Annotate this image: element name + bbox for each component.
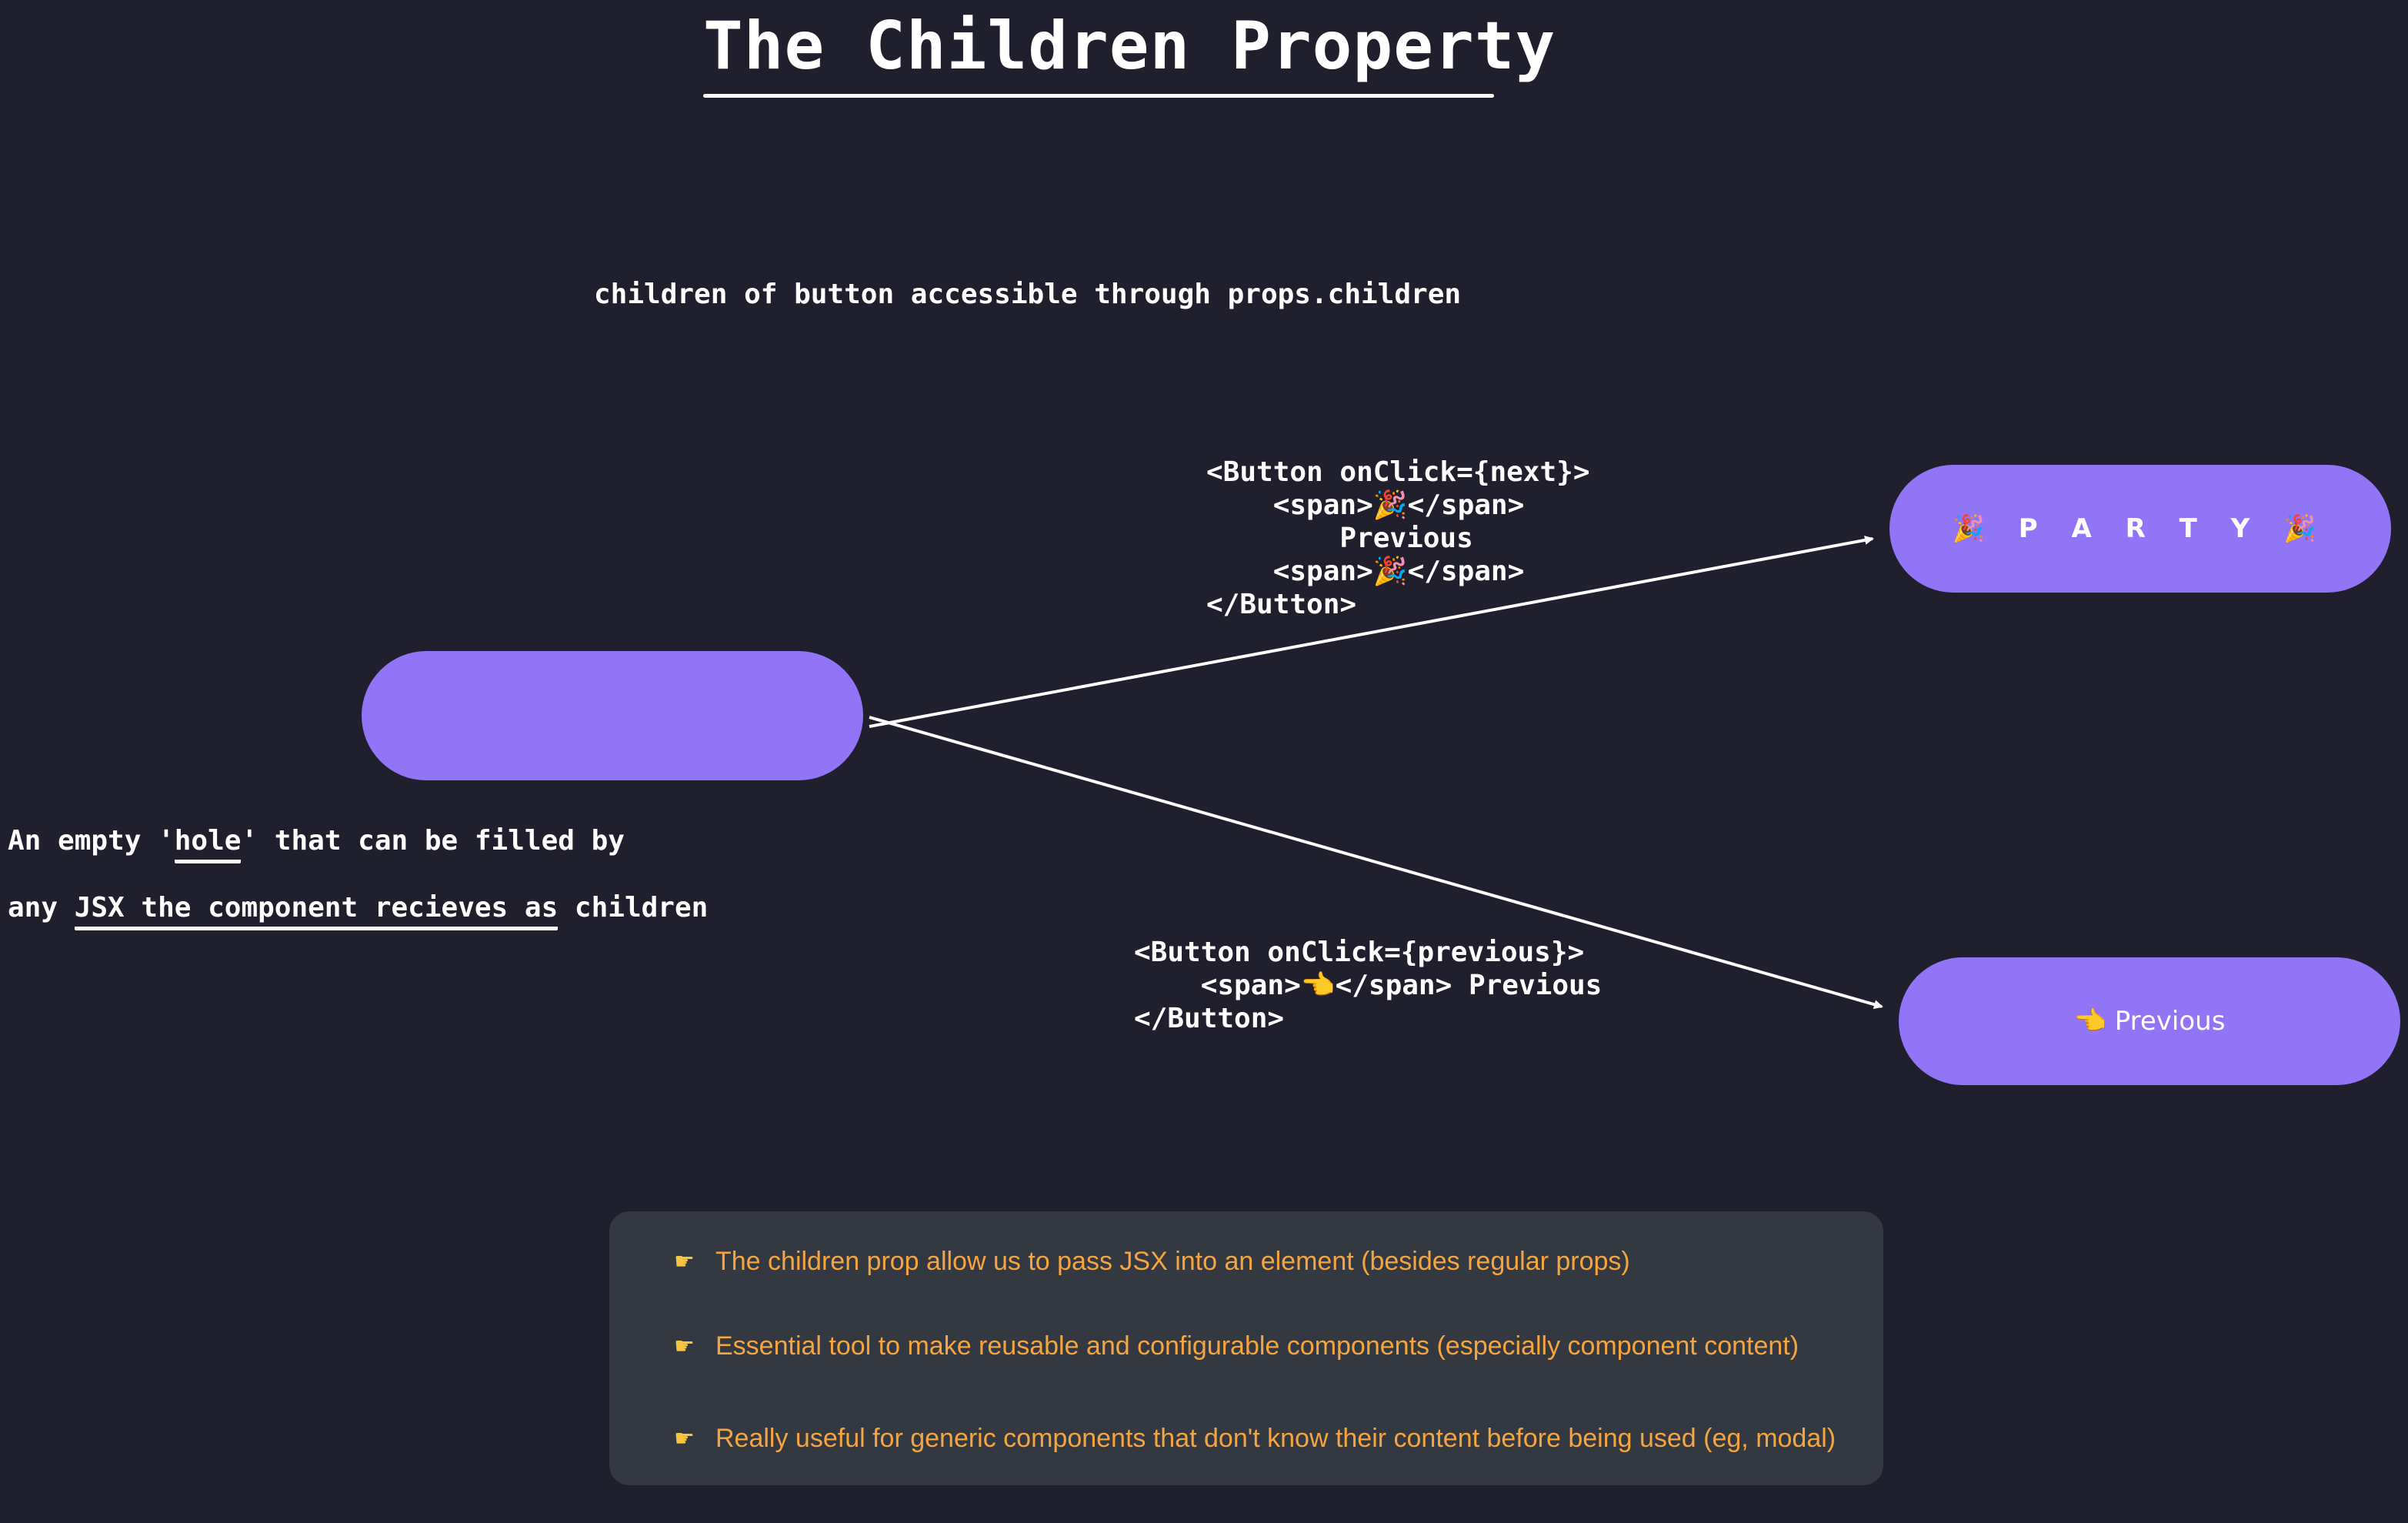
pointing-right-icon: ☛	[674, 1249, 695, 1274]
arrow-to-party	[869, 535, 1874, 728]
previous-button[interactable]: 👈 Previous	[1899, 957, 2400, 1085]
title-underline	[703, 94, 1494, 98]
note-text: any	[8, 892, 75, 923]
summary-bullet: ☛ Essential tool to make reusable and co…	[674, 1331, 1799, 1361]
bullet-text: Really useful for generic components tha…	[715, 1424, 1836, 1453]
note-line-2: any JSX the component recieves as childr…	[8, 892, 708, 930]
bullet-text: The children prop allow us to pass JSX i…	[715, 1247, 1630, 1276]
code-previous-button: <Button onClick={previous}> <span>👈</spa…	[1134, 937, 1603, 1034]
page-title: The Children Property	[703, 8, 1556, 85]
note-text: children	[558, 892, 709, 923]
pointing-right-icon: ☛	[674, 1426, 695, 1451]
note-text: ' that can be filled by	[241, 825, 625, 857]
party-button[interactable]: 🎉 P A R T Y 🎉	[1889, 465, 2391, 593]
bullet-text: Essential tool to make reusable and conf…	[715, 1331, 1799, 1361]
empty-button	[362, 651, 863, 780]
pointing-right-icon: ☛	[674, 1334, 695, 1359]
note-line-1: An empty 'hole' that can be filled by	[8, 825, 625, 863]
summary-box: ☛ The children prop allow us to pass JSX…	[609, 1211, 1883, 1485]
party-button-label: 🎉 P A R T Y 🎉	[1952, 513, 2329, 544]
summary-bullet: ☛ The children prop allow us to pass JSX…	[674, 1247, 1630, 1277]
summary-bullet: ☛ Really useful for generic components t…	[674, 1424, 1836, 1454]
note-underlined-hole: hole	[174, 825, 242, 863]
previous-button-label: 👈 Previous	[2073, 1006, 2226, 1037]
subtitle: children of button accessible through pr…	[594, 279, 1462, 310]
note-text: An empty '	[8, 825, 175, 857]
code-next-button: <Button onClick={next}> <span>🎉</span> P…	[1206, 456, 1590, 620]
note-underlined-jsx: JSX the component recieves as	[74, 892, 559, 930]
arrow-to-previous	[869, 716, 1883, 1010]
